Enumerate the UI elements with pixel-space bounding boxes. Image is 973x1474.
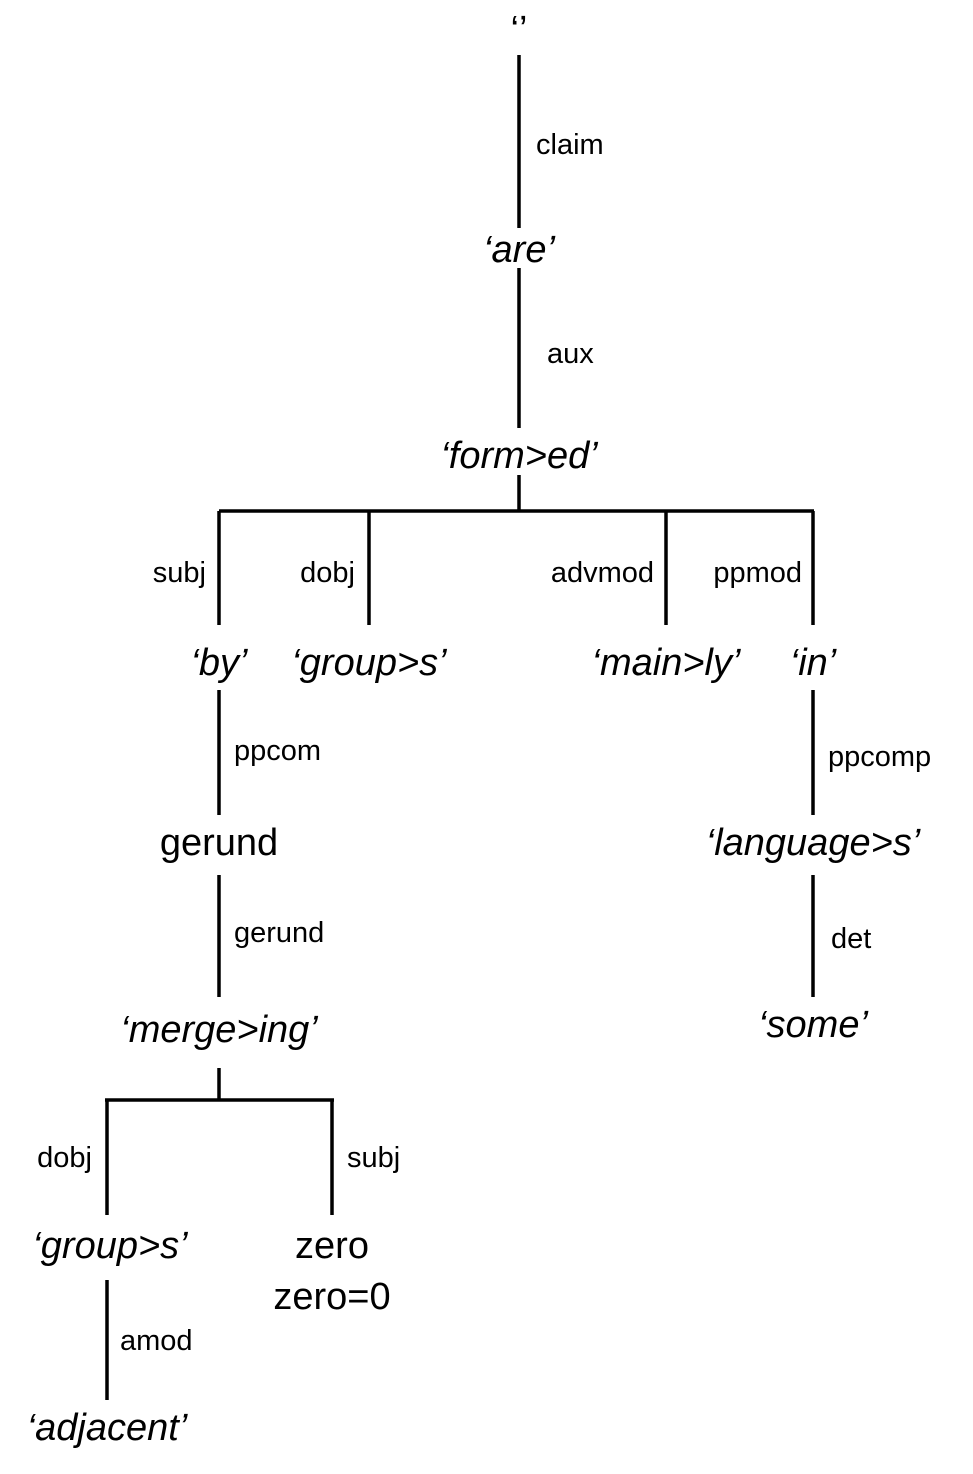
node-zero: zero xyxy=(295,1225,369,1267)
edge-label-subj-2: subj xyxy=(347,1142,400,1174)
node-merging: ‘merge>ing’ xyxy=(120,1009,318,1051)
node-by: ‘by’ xyxy=(190,642,248,684)
node-groups: ‘group>s’ xyxy=(291,642,447,684)
node-mainly: ‘main>ly’ xyxy=(592,642,741,684)
edge-label-gerund: gerund xyxy=(234,917,324,949)
edge-label-claim: claim xyxy=(536,129,604,161)
edge-label-aux: aux xyxy=(547,338,594,370)
edge-label-dobj: dobj xyxy=(300,557,355,589)
node-adjacent: ‘adjacent’ xyxy=(27,1407,188,1449)
node-are: ‘are’ xyxy=(483,229,555,271)
edge-label-advmod: advmod xyxy=(551,557,654,589)
edge-label-det: det xyxy=(831,923,871,955)
edge-label-ppcomp: ppcomp xyxy=(828,741,931,773)
edge-label-ppmod: ppmod xyxy=(713,557,802,589)
node-groups-2: ‘group>s’ xyxy=(32,1225,188,1267)
node-zero-eq: zero=0 xyxy=(273,1276,390,1318)
node-root: ‘’ xyxy=(511,9,528,51)
edge-label-subj: subj xyxy=(153,557,206,589)
edge-label-ppcom: ppcom xyxy=(234,735,321,767)
node-languages: ‘language>s’ xyxy=(706,822,921,864)
node-formed: ‘form>ed’ xyxy=(440,435,598,477)
node-some: ‘some’ xyxy=(758,1004,868,1046)
node-in: ‘in’ xyxy=(790,642,837,684)
node-gerund: gerund xyxy=(160,822,278,864)
edge-label-amod: amod xyxy=(120,1325,193,1357)
edge-label-dobj-2: dobj xyxy=(37,1142,92,1174)
